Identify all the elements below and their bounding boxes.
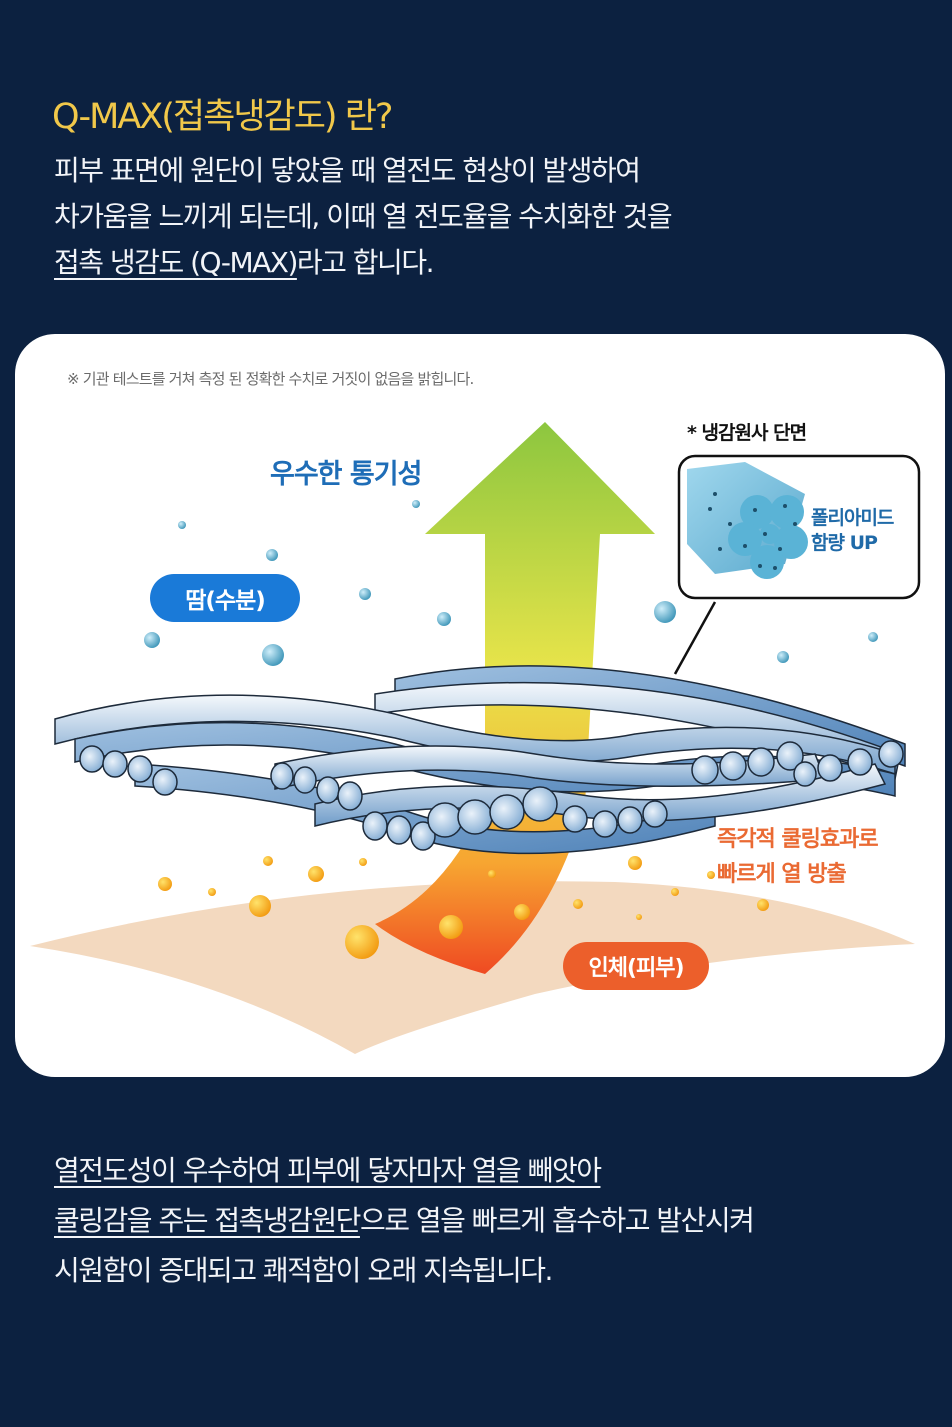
callout-line — [673, 601, 717, 675]
heat-particles — [158, 856, 769, 959]
fiber-ends — [79, 740, 904, 851]
certification-note: ※ 기관 테스트를 거쳐 측정 된 정확한 수치로 거짓이 없음을 밝힙니다. — [67, 370, 474, 388]
intro-text: 피부 표면에 원단이 닿았을 때 열전도 현상이 발생하여 차가움을 느끼게 되… — [54, 148, 673, 286]
water-droplets — [144, 500, 878, 666]
outro-underlined-2: 쿨링감을 주는 접촉냉감원단 — [54, 1204, 361, 1237]
cooling-line-1: 즉각적 쿨링효과로 — [717, 827, 879, 852]
page-title: Q-MAX(접촉냉감도) 란? — [52, 97, 393, 137]
intro-line-3: 접촉 냉감도 (Q-MAX)라고 합니다. — [54, 240, 671, 286]
fabric-illustration — [30, 422, 921, 1054]
outro-line-1: 열전도성이 우수하여 피부에 닿자마자 열을 빼앗아 — [54, 1146, 753, 1196]
cooling-effect-label: 즉각적 쿨링효과로 빠르게 열 방출 — [717, 822, 879, 892]
outro-text: 열전도성이 우수하여 피부에 닿자마자 열을 빼앗아 쿨링감을 주는 접촉냉감원… — [54, 1146, 755, 1296]
polyamide-line-2: 함량 UP — [811, 532, 878, 554]
outro-underlined-1: 열전도성이 우수하여 피부에 닿자마자 열을 빼앗아 — [54, 1154, 602, 1187]
breathability-label: 우수한 통기성 — [270, 459, 422, 490]
fiber-cable-icon — [687, 462, 808, 579]
intro-rest: 라고 합니다. — [296, 246, 435, 279]
outro-line-3: 시원함이 증대되고 쾌적함이 오래 지속됩니다. — [54, 1254, 553, 1287]
cross-section-title: * 냉감원사 단면 — [687, 422, 807, 444]
polyamide-line-1: 폴리아미드 — [811, 507, 894, 529]
intro-line-1: 피부 표면에 원단이 닿았을 때 열전도 현상이 발생하여 — [54, 154, 641, 187]
illustration-card: ※ 기관 테스트를 거쳐 측정 된 정확한 수치로 거짓이 없음을 밝힙니다. … — [15, 334, 945, 1077]
outro-rest-2: 으로 열을 빠르게 흡수하고 발산시켜 — [359, 1204, 755, 1237]
sweat-badge: 땀(수분) — [150, 574, 300, 622]
intro-line-2: 차가움을 느끼게 되는데, 이때 열 전도율을 수치화한 것을 — [54, 200, 673, 233]
skin-badge: 인체(피부) — [563, 942, 709, 990]
polyamide-label: 폴리아미드 함량 UP — [811, 506, 894, 556]
intro-underlined: 접촉 냉감도 (Q-MAX) — [54, 246, 298, 279]
cooling-line-2: 빠르게 열 방출 — [717, 862, 847, 887]
outro-line-2: 쿨링감을 주는 접촉냉감원단으로 열을 빠르게 흡수하고 발산시켜 — [54, 1196, 755, 1246]
